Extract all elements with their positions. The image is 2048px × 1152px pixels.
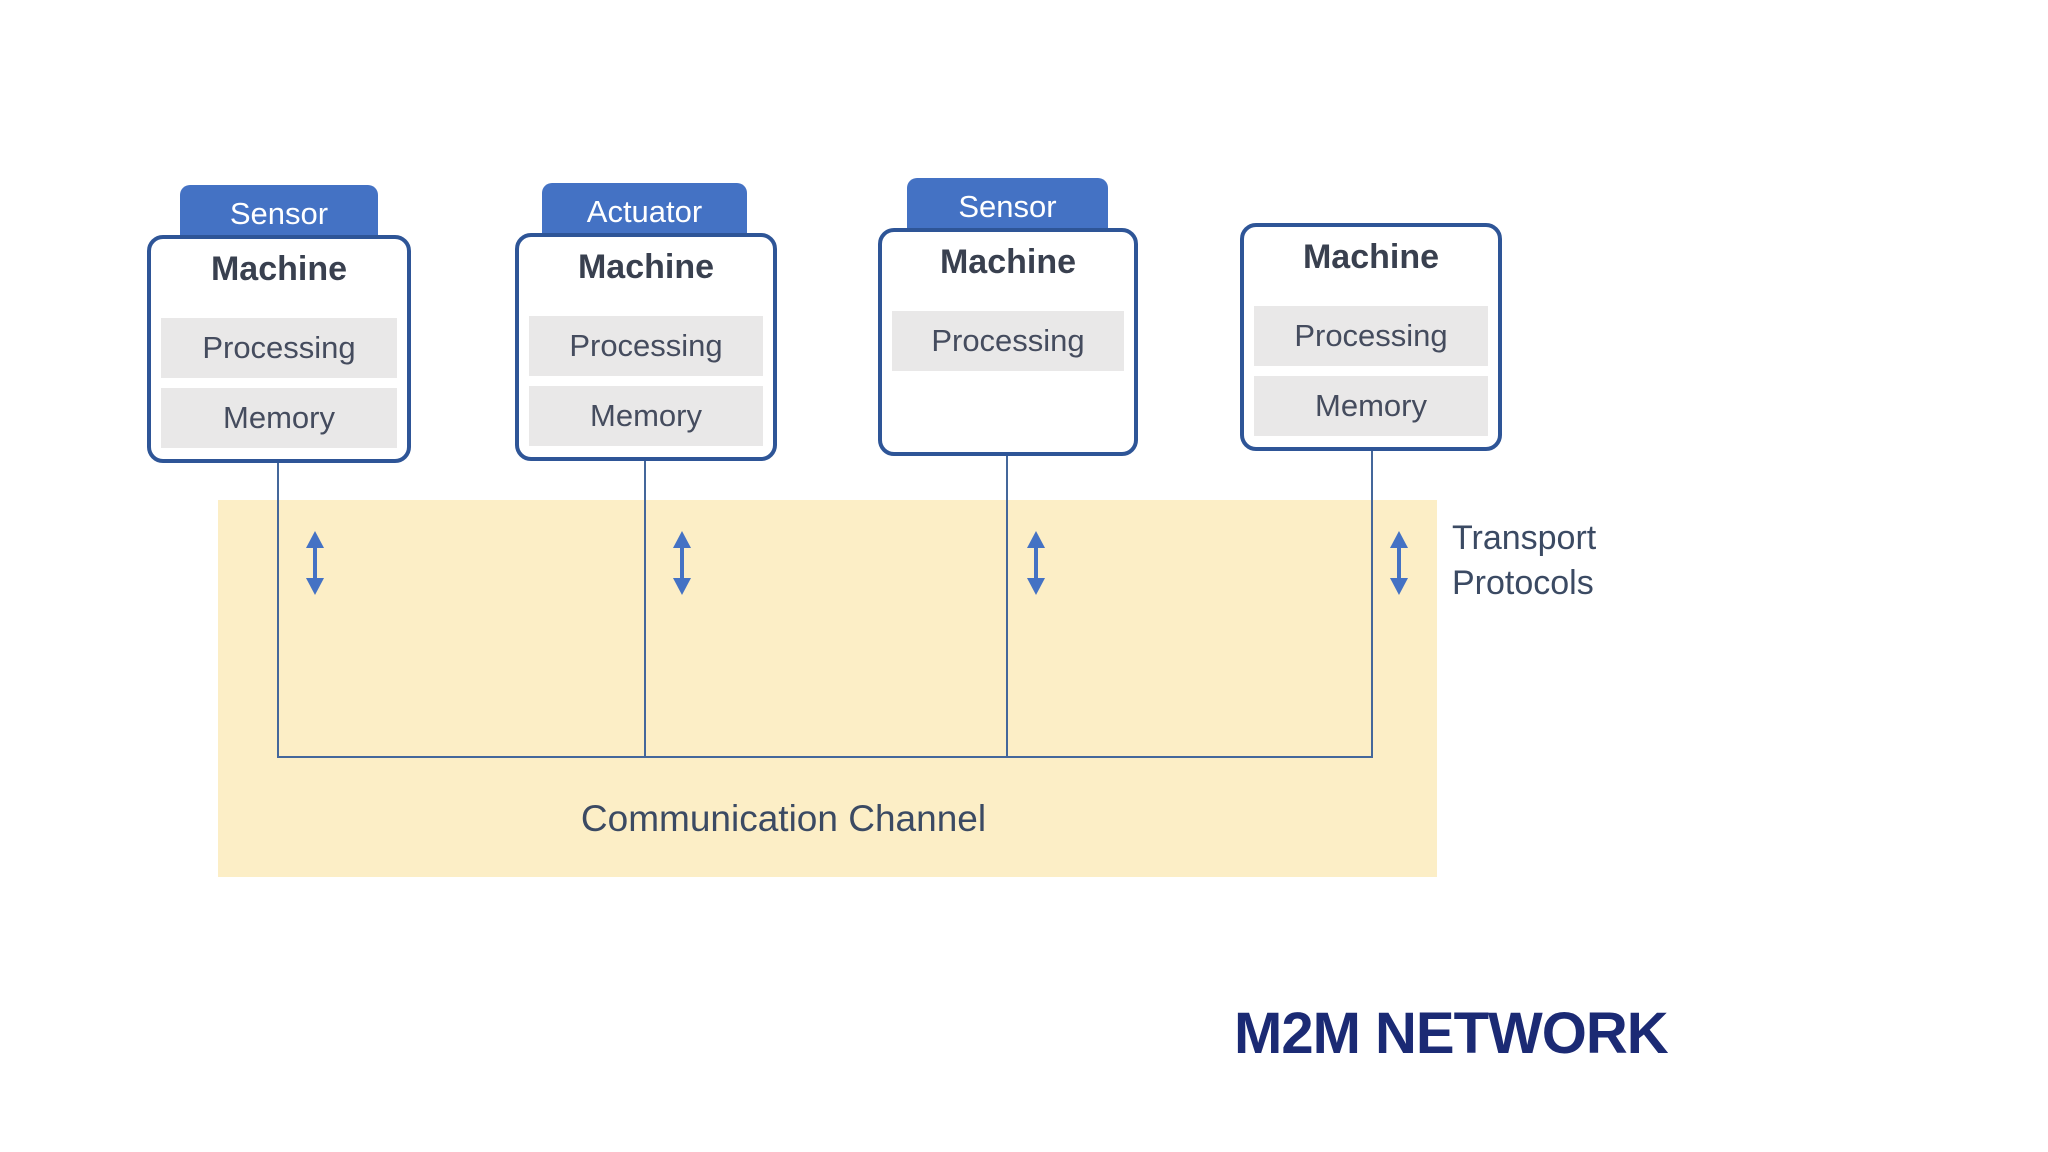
machine-component-row: Memory [1254,376,1488,436]
machine-role-tab: Sensor [180,185,378,243]
connector-line-machine-4 [1371,451,1373,757]
m2m-network-title: M2M NETWORK [1234,1001,1669,1066]
machine-name: Machine [577,248,715,286]
connector-line-machine-2 [644,461,646,757]
machine-card-3: Sensor Machine Processing [878,178,1138,456]
machine-component-row: Memory [529,386,763,446]
communication-channel-area [218,500,1437,877]
communication-channel-label: Communication Channel [580,798,987,839]
machine-component-row: Memory [161,388,397,448]
machine-name: Machine [210,250,348,288]
machine-name: Machine [1302,238,1440,276]
component-label: Processing [569,328,723,363]
machine-box: Machine Processing Memory [1240,223,1502,451]
machine-card-1: Sensor Machine Processing Memory [147,185,411,463]
machine-role-label: Sensor [229,196,329,231]
component-label: Memory [1315,388,1427,423]
machine-box: Machine Processing Memory [147,235,411,463]
updown-arrow-icon [1027,531,1045,595]
machine-box: Machine Processing Memory [515,233,777,461]
component-label: Memory [590,398,702,433]
machine-component-row: Processing [1254,306,1488,366]
updown-arrow-icon [1390,531,1408,595]
machine-role-label: Sensor [958,189,1057,224]
connector-line-machine-3 [1006,456,1008,757]
machine-role-label: Actuator [586,194,703,229]
updown-arrow-icon [306,531,324,595]
transport-protocols-label: Transport Protocols [1452,519,1597,602]
machine-box: Machine Processing [878,228,1138,456]
connector-line-machine-1 [277,463,279,757]
machine-role-tab: Actuator [542,183,747,241]
updown-arrow-icon [673,531,691,595]
machine-name: Machine [939,243,1077,281]
machine-card-4: Machine Processing Memory [1240,173,1502,451]
component-label: Processing [202,330,356,365]
component-label: Processing [1294,318,1448,353]
machine-component-row: Processing [529,316,763,376]
machine-component-row: Processing [892,311,1124,371]
machine-card-2: Actuator Machine Processing Memory [515,183,777,461]
machine-component-row: Processing [161,318,397,378]
component-label: Processing [931,323,1085,358]
bus-line [277,756,1373,758]
component-label: Memory [223,400,335,435]
machine-role-tab: Sensor [907,178,1108,236]
